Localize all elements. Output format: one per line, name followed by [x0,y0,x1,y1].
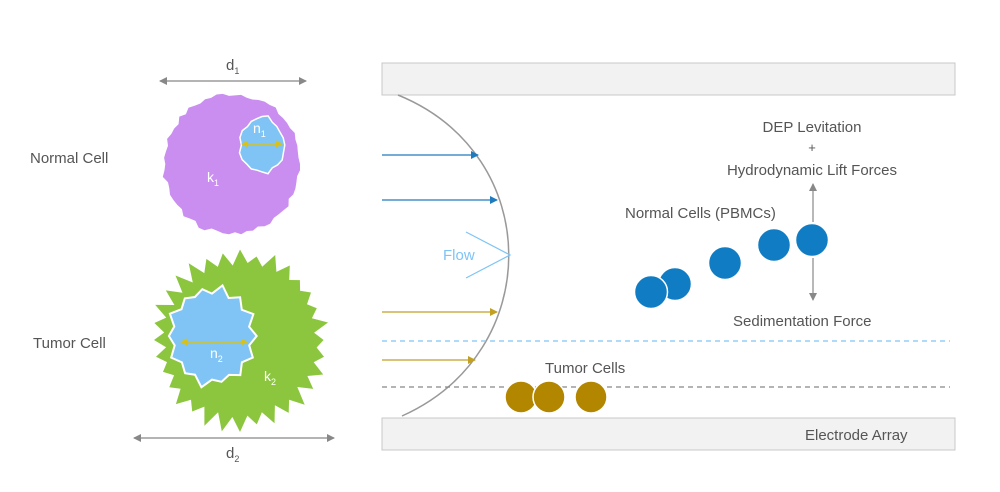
top-channel-wall [381,62,956,96]
tumor-cell-label: Tumor Cell [33,335,106,352]
flow-label: Flow [443,247,475,264]
plus-label: + [808,140,816,155]
electrode-array-plate [381,417,956,451]
pbmc-cell [707,245,743,281]
d2-label: d2 [226,445,239,464]
pbmc-cell [756,227,792,263]
k1-label: k1 [207,169,219,188]
normal-cells-pbmcs-label: Normal Cells (PBMCs) [625,205,776,222]
pbmc-cell [794,222,830,258]
tumor-cell-small [574,380,608,414]
dep-levitation-label: DEP Levitation [763,119,862,136]
tumor-cells-label: Tumor Cells [545,360,625,377]
flow-chevron-icon [465,231,512,279]
n1-label: n1 [253,120,266,139]
k2-label: k2 [264,368,276,387]
hydrodynamic-lift-label: Hydrodynamic Lift Forces [727,162,897,179]
tumor-cell-small [504,380,538,414]
sedimentation-force-label: Sedimentation Force [733,313,871,330]
n2-label: n2 [210,345,223,364]
electrode-array-label: Electrode Array [805,427,908,444]
tumor-cell-small [532,380,566,414]
tumor-cell-nucleus [167,283,258,389]
normal-cell-label: Normal Cell [30,150,108,167]
d1-label: d1 [226,57,239,76]
pbmc-cell [633,274,669,310]
normal-cell-body [162,93,300,235]
